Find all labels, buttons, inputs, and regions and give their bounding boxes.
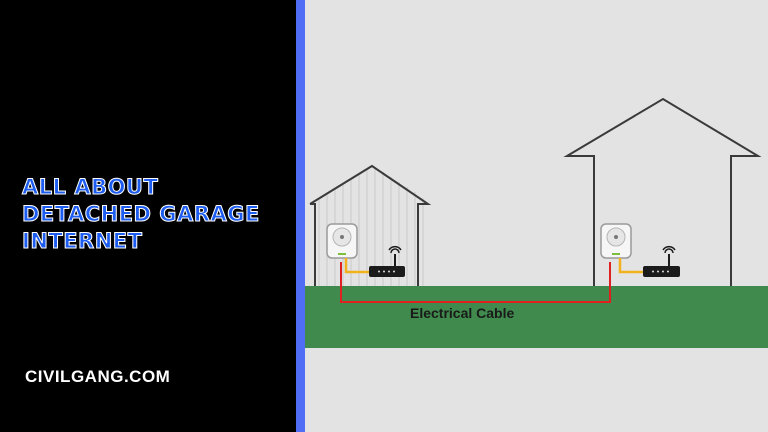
garage-building bbox=[309, 164, 432, 286]
title-line-1: ALL ABOUT bbox=[22, 175, 159, 200]
house-router bbox=[643, 245, 680, 277]
house-powerline-adapter bbox=[600, 223, 632, 259]
accent-bar bbox=[296, 0, 305, 432]
title-line-3: INTERNET bbox=[22, 229, 143, 254]
cable-label: Electrical Cable bbox=[410, 305, 514, 321]
garage-powerline-adapter bbox=[326, 223, 358, 259]
site-name: CIVILGANG.COM bbox=[25, 367, 171, 386]
garage-router bbox=[369, 245, 405, 277]
title-line-2: DETACHED GARAGE bbox=[22, 202, 260, 227]
main-house bbox=[563, 97, 762, 286]
house-ethernet-cord bbox=[618, 258, 643, 274]
electrical-cable bbox=[340, 262, 611, 303]
powerline-illustration: Electrical Cable bbox=[305, 97, 768, 348]
left-panel: ALL ABOUT DETACHED GARAGE INTERNET CIVIL… bbox=[0, 0, 296, 432]
garage-ethernet-cord bbox=[344, 258, 369, 274]
page-title: ALL ABOUT DETACHED GARAGE INTERNET bbox=[22, 174, 292, 255]
ground bbox=[305, 286, 768, 348]
